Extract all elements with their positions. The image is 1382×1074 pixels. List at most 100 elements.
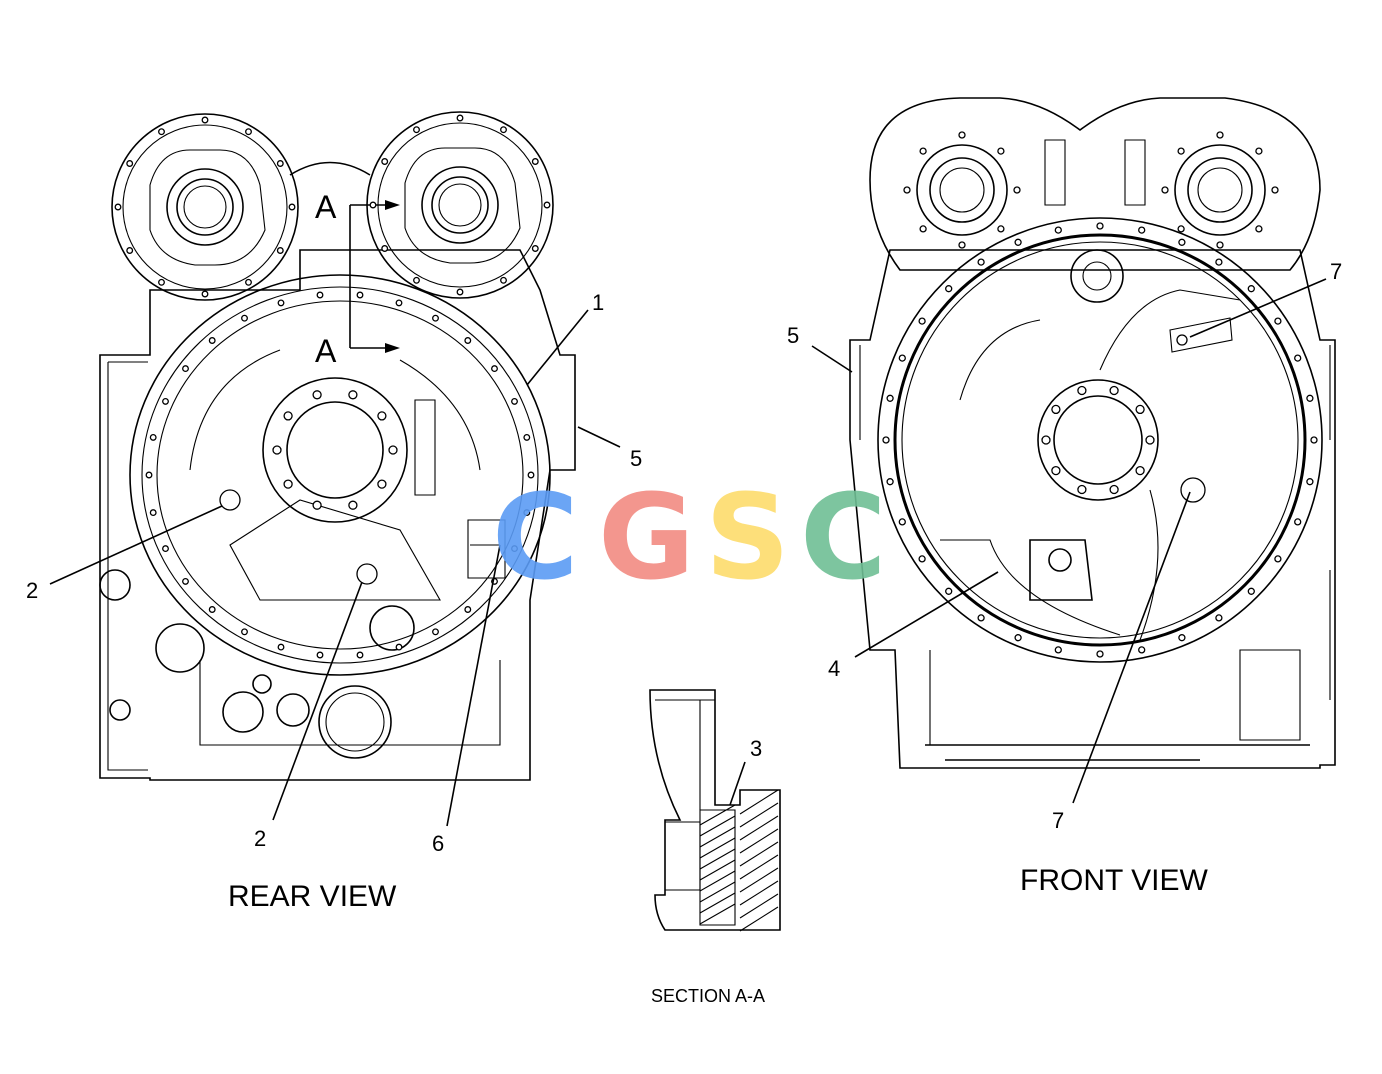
bolt-hole [500,276,507,284]
bolt-hole [491,365,498,373]
bolt-hole [356,291,364,299]
leader-5-front [811,345,853,373]
bolt-hole [276,160,284,167]
bolt-hole [945,285,953,293]
bolt-hole [1013,186,1021,194]
rear-bolt-holes [114,114,551,659]
bolt-hole [997,225,1005,233]
callout-2a: 2 [26,578,38,603]
bolt-hole [1178,634,1186,642]
bolt-hole [208,606,216,613]
bolt-hole [1051,404,1061,415]
section-cut-line [349,204,395,349]
bolt-hole [919,147,927,155]
bolt-hole [201,116,209,124]
bolt-hole [464,606,472,613]
bolt-hole [1109,385,1119,396]
bolt-hole [145,471,153,479]
leader-4 [854,571,999,658]
callout-6: 6 [432,831,444,856]
bolt-hole [1255,225,1263,233]
leader-3 [729,761,746,806]
bolt-hole [918,555,926,563]
cgsc-watermark: C G S C [492,468,887,606]
bolt-hole [126,160,134,167]
bolt-hole [395,299,403,307]
hatch-line [699,859,736,881]
bolt-hole [126,247,134,254]
bolt-hole [1294,354,1302,362]
bolt-hole [958,241,966,249]
bolt-hole [245,278,252,286]
bolt-hole [114,203,122,211]
bolt-hole [456,114,464,122]
section-aa-drawing [649,689,781,932]
rear-view-title: REAR VIEW [228,880,397,913]
bolt-hole [945,587,953,595]
bolt-hole [377,479,387,489]
watermark-letter-g: G [598,468,695,606]
callout-2b: 2 [254,826,266,851]
hatch-line [699,815,736,837]
bolt-hole [523,433,531,441]
bolt-hole [1271,186,1279,194]
bolt-hole [1216,241,1224,249]
front-view-drawing [849,97,1336,769]
callout-7b: 7 [1052,808,1064,833]
bolt-hole [1216,131,1224,139]
bolt-hole [1255,147,1263,155]
bolt-hole [348,500,358,510]
bolt-hole [395,643,403,651]
section-hatching [699,789,779,932]
hatch-line [699,848,736,870]
leader-2a [49,505,223,585]
bolt-hole [208,337,216,344]
bolt-hole [1138,226,1146,234]
hatch-line [739,867,779,893]
callout-1: 1 [592,290,604,315]
bolt-hole [531,158,539,165]
bolt-hole [381,158,389,165]
leader-7a [1189,278,1327,338]
bolt-hole [1041,435,1051,445]
hatch-line [739,828,779,854]
bolt-hole [1054,226,1062,234]
bolt-hole [511,545,518,553]
hatch-line [739,841,779,867]
callout-5-rear: 5 [630,446,642,471]
bolt-hole [1145,435,1155,445]
bolt-hole [1215,614,1223,622]
section-view-title: SECTION A-A [651,986,765,1006]
hatch-line [699,837,736,859]
hatch-line [699,892,736,914]
bolt-hole [898,354,906,362]
bolt-hole [1096,650,1104,658]
bolt-hole [958,131,966,139]
bolt-hole [886,478,894,486]
hatch-line [739,854,779,880]
bolt-hole [1178,238,1186,246]
section-letter-bottom: A [315,333,337,369]
hatch-line [739,906,779,932]
bolt-hole [1306,394,1314,402]
bolt-hole [919,225,927,233]
leader-7b [1072,491,1191,804]
rear-view-drawing [99,111,576,781]
bolt-hole [312,500,322,510]
bolt-hole [413,276,420,284]
bolt-hole [272,445,282,455]
bolt-hole [1247,587,1255,595]
bolt-hole [1014,634,1022,642]
bolt-hole [432,628,439,636]
leader-lines [49,278,1327,827]
bolt-hole [356,651,364,659]
leader-2b [272,581,363,821]
bolt-hole [1077,385,1087,396]
bolt-hole [1274,317,1282,325]
bolt-hole [1294,518,1302,526]
bolt-hole [903,186,911,194]
bolt-hole [898,518,906,526]
bolt-hole [527,471,535,479]
bolt-hole [149,433,157,441]
bolt-hole [1177,225,1185,233]
